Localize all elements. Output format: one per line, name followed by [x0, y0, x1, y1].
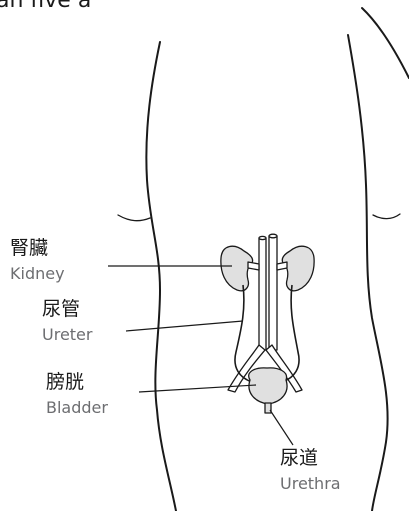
urethra — [265, 403, 271, 413]
urethra-label-en: Urethra — [280, 476, 341, 492]
bladder-label-zh: 膀胱 — [46, 373, 84, 392]
ureter-leader-line — [126, 321, 243, 331]
urethra-label-zh: 尿道 — [280, 449, 318, 468]
aorta-top — [259, 236, 266, 239]
cropped-top-text: an five a — [0, 0, 91, 12]
waist-crease-right — [373, 214, 400, 219]
renal-vessels-left — [248, 262, 259, 270]
ureter-label-zh: 尿管 — [42, 300, 80, 319]
renal-vessels-right — [277, 262, 287, 270]
waist-crease-left — [118, 215, 150, 221]
torso-right-outline — [348, 35, 388, 511]
vena-cava-top — [269, 234, 277, 238]
shoulder-right-outline — [362, 8, 409, 78]
bladder-label-en: Bladder — [46, 400, 108, 416]
bladder-leader-line — [139, 385, 256, 392]
torso-left-outline — [146, 42, 176, 511]
urethra-leader-line — [270, 410, 293, 445]
vena-cava — [269, 236, 277, 350]
kidney-label-zh: 腎臟 — [10, 239, 48, 258]
ureter-label-en: Ureter — [42, 327, 92, 343]
kidney-label-en: Kidney — [10, 266, 65, 282]
bladder — [249, 368, 287, 404]
aorta — [259, 238, 266, 350]
